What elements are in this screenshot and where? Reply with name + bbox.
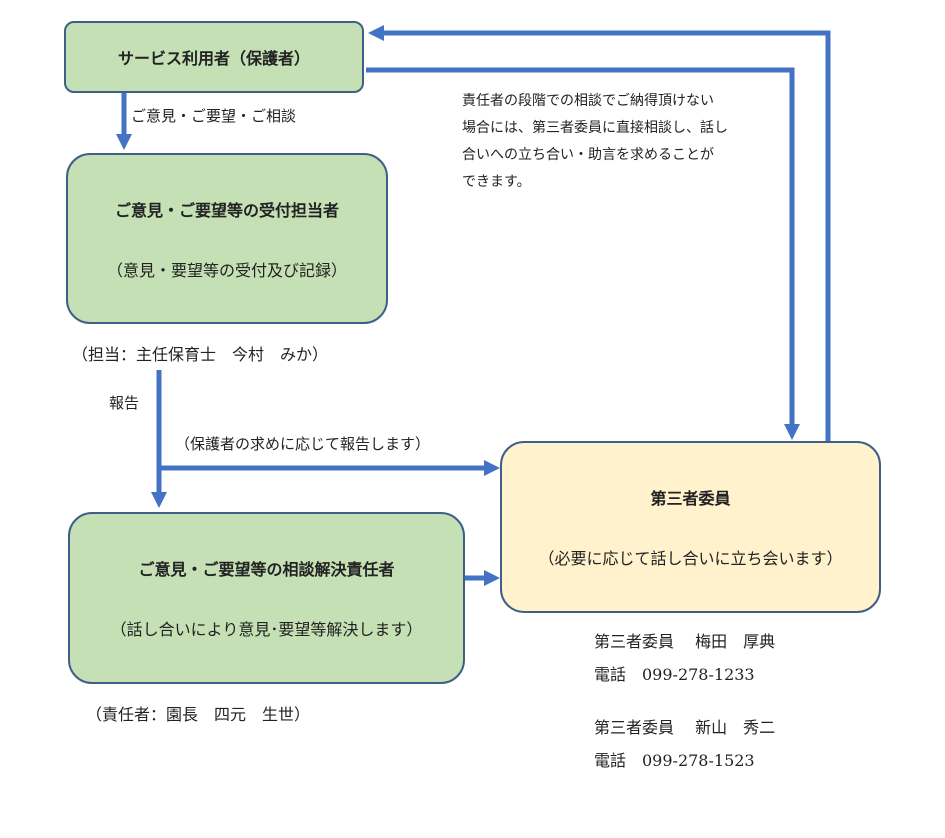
label-opinion: ご意見・ご要望・ご相談 <box>131 107 297 125</box>
contact-1: 第三者委員 梅田 厚典 電話 099-278-1233 <box>594 625 775 691</box>
receptionist-subtitle: （意見・要望等の受付及び記録） <box>106 260 347 280</box>
arrowhead <box>151 492 167 508</box>
resolver-person: （責任者：園長 四元 生世） <box>86 705 311 724</box>
label-report-request: （保護者の求めに応じて報告します） <box>175 435 431 453</box>
contact-2: 第三者委員 新山 秀二 電話 099-278-1523 <box>594 711 775 777</box>
receptionist-box: ご意見・ご要望等の受付担当者 （意見・要望等の受付及び記録） <box>66 153 388 324</box>
receptionist-person: （担当：主任保育士 今村 みか） <box>72 345 329 364</box>
arrowhead <box>784 424 800 440</box>
receptionist-title: ご意見・ご要望等の受付担当者 <box>114 200 339 220</box>
contact-name: 第三者委員 新山 秀二 <box>594 718 776 737</box>
resolver-box: ご意見・ご要望等の相談解決責任者 （話し合いにより意見･要望等解決します） <box>68 512 465 684</box>
arrowhead <box>484 460 500 476</box>
arrowhead <box>368 25 384 41</box>
note-line: できます。 <box>462 174 531 190</box>
arrow-user-to-third-party <box>366 67 795 426</box>
arrowhead <box>116 134 132 150</box>
third-party-subtitle: （必要に応じて話し合いに立ち会います） <box>538 549 843 568</box>
note-line: 場合には、第三者委員に直接相談し、話し <box>462 120 728 136</box>
third-party-box: 第三者委員 （必要に応じて話し合いに立ち会います） <box>500 441 881 613</box>
arrowhead <box>484 570 500 586</box>
service-user-title: サービス利用者（保護者） <box>117 49 310 68</box>
label-report: 報告 <box>109 394 140 412</box>
contact-name: 第三者委員 梅田 厚典 <box>594 632 776 651</box>
note-line: 責任者の段階での相談でご納得頂けない <box>462 93 714 109</box>
third-party-note: 責任者の段階での相談でご納得頂けない 場合には、第三者委員に直接相談し、話し 合… <box>462 88 728 196</box>
third-party-title: 第三者委員 <box>650 489 731 508</box>
note-line: 合いへの立ち合い・助言を求めることが <box>462 147 714 163</box>
resolver-subtitle: （話し合いにより意見･要望等解決します） <box>110 620 423 639</box>
service-user-box: サービス利用者（保護者） <box>64 21 364 93</box>
contact-phone: 電話 099-278-1523 <box>594 751 755 770</box>
resolver-title: ご意見・ご要望等の相談解決責任者 <box>138 560 395 579</box>
contact-phone: 電話 099-278-1233 <box>594 665 755 684</box>
arrow-third-party-to-user <box>382 30 831 442</box>
